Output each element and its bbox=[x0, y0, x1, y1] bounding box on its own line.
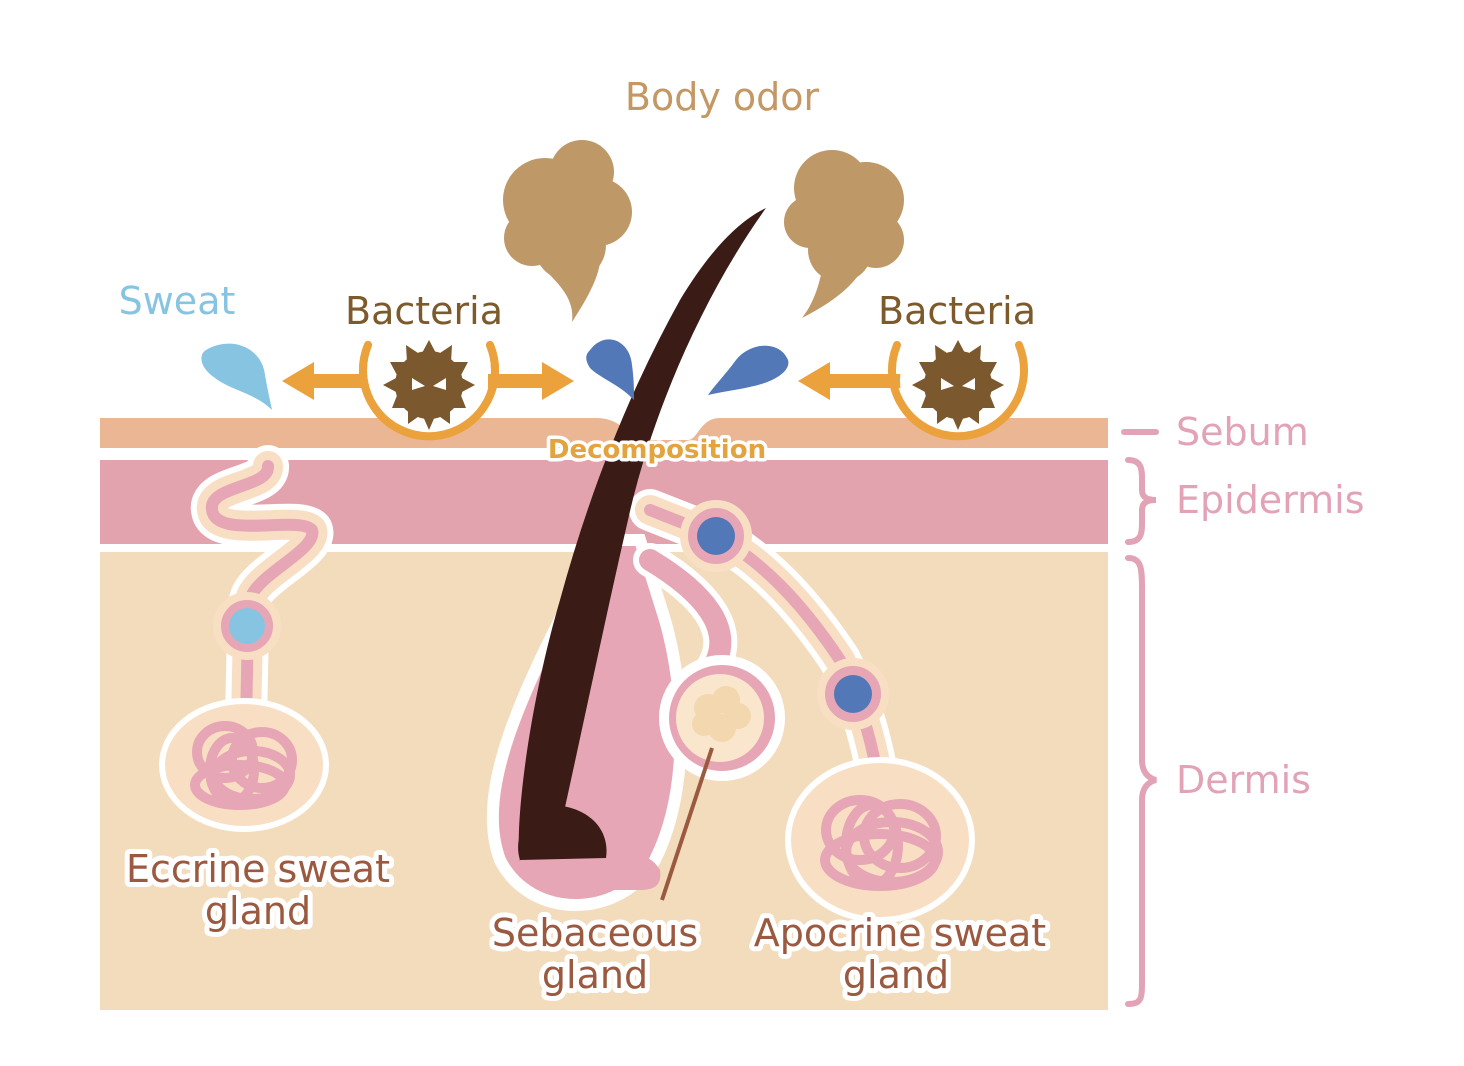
sebaceous-pointer-line bbox=[660, 747, 714, 901]
apocrine-label-line2: gland bbox=[843, 953, 949, 997]
hair-icon bbox=[518, 208, 766, 861]
eccrine-label-line1-outline: Eccrine sweat bbox=[126, 847, 390, 891]
bacteria-left bbox=[359, 323, 499, 441]
apocrine-label-line1: Apocrine sweat bbox=[754, 911, 1046, 955]
eccrine-label: Eccrine sweat gland Eccrine sweat gland bbox=[121, 842, 395, 938]
eccrine-label-line1: Eccrine sweat bbox=[126, 847, 390, 891]
arrow-icon bbox=[282, 362, 366, 400]
bacteria-left-label: Bacteria bbox=[345, 289, 503, 333]
dermis-brace bbox=[1125, 555, 1157, 1007]
apocrine-label-line2-outline: gland bbox=[843, 953, 949, 997]
dermis-label: Dermis bbox=[1176, 758, 1311, 802]
decomposition-label: Decomposition bbox=[548, 435, 766, 465]
bacteria-right-label: Bacteria bbox=[878, 289, 1036, 333]
body-odor-label: Body odor bbox=[625, 75, 820, 119]
sebaceous-label-line1-outline: Sebaceous bbox=[492, 911, 698, 955]
apocrine-label: Apocrine sweat gland Apocrine sweat glan… bbox=[749, 906, 1051, 1002]
sebum-label: Sebum bbox=[1176, 410, 1309, 454]
decomposition-label-outline: Decomposition bbox=[548, 435, 766, 465]
apocrine-sweat-gland bbox=[629, 489, 975, 923]
bacteria-icon bbox=[383, 340, 475, 430]
sebaceous-label-line2: gland bbox=[542, 953, 648, 997]
bacteria-icon bbox=[912, 340, 1004, 430]
sebaceous-label-line2-outline: gland bbox=[542, 953, 648, 997]
layer-brackets bbox=[1121, 429, 1159, 1007]
eccrine-sweat-gland bbox=[159, 445, 334, 832]
sweat-drop-icon bbox=[708, 345, 789, 395]
sweat-drop-icon bbox=[586, 339, 634, 400]
eccrine-label-line2-outline: gland bbox=[205, 889, 311, 933]
odor-cloud-icon bbox=[503, 140, 632, 322]
arrow-icon bbox=[488, 362, 574, 400]
sweat-drop-icon bbox=[201, 343, 272, 410]
apocrine-label-line1-outline: Apocrine sweat bbox=[754, 911, 1046, 955]
bacteria-right bbox=[888, 323, 1028, 441]
sweat-label: Sweat bbox=[119, 279, 236, 323]
eccrine-label-line2: gland bbox=[205, 889, 311, 933]
epidermis-brace bbox=[1125, 457, 1157, 545]
sebaceous-label-line1: Sebaceous bbox=[492, 911, 698, 955]
sebaceous-label: Sebaceous gland Sebaceous gland bbox=[487, 906, 703, 1002]
odor-cloud-icon bbox=[784, 150, 904, 318]
arrow-icon bbox=[798, 362, 902, 400]
epidermis-label: Epidermis bbox=[1176, 478, 1365, 522]
